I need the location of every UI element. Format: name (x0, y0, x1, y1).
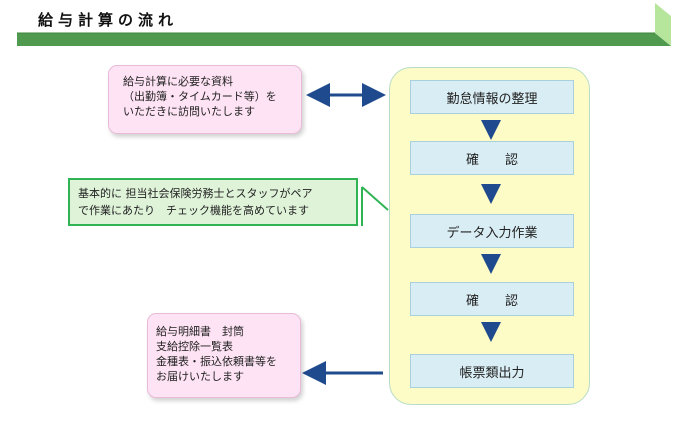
note-line: で作業にあたり チェック機能を高めています (78, 204, 309, 217)
note-line: お届けいたします (156, 370, 244, 383)
banner-tab (655, 3, 671, 46)
note-collect-materials: 給与計算に必要な資料 （出勤簿・タイムカード等）を いただきに訪問いたします (108, 65, 302, 134)
note-line: 支給控除一覧表 (156, 340, 233, 353)
note-line: 金種表・振込依頼書等を (156, 355, 277, 368)
step-attendance-organize: 勤怠情報の整理 (410, 80, 574, 114)
page-title: 給与計算の流れ (38, 11, 179, 29)
note-line: 給与明細書 封筒 (156, 325, 244, 338)
bracket-connector (361, 186, 389, 211)
flow-arrow-4 (481, 322, 501, 342)
note-deliver-documents: 給与明細書 封筒 支給控除一覧表 金種表・振込依頼書等を お届けいたします (147, 313, 301, 398)
note-line: 給与計算に必要な資料 (123, 75, 233, 88)
flow-arrow-2 (481, 184, 501, 204)
step-data-entry: データ入力作業 (410, 214, 574, 248)
step-output-forms: 帳票類出力 (410, 354, 574, 388)
title-banner (17, 3, 671, 46)
note-line: いただきに訪問いたします (123, 105, 255, 118)
flow-arrow-1 (481, 120, 501, 140)
step-confirm-1: 確 認 (410, 141, 574, 175)
note-line: 基本的に 担当社会保険労務士とスタッフがペア (78, 187, 313, 200)
note-pair-work: 基本的に 担当社会保険労務士とスタッフがペア で作業にあたり チェック機能を高め… (68, 178, 358, 226)
flow-arrow-3 (481, 254, 501, 274)
step-confirm-2: 確 認 (410, 282, 574, 316)
banner-base (17, 33, 671, 46)
note-line: （出勤簿・タイムカード等）を (123, 90, 277, 103)
